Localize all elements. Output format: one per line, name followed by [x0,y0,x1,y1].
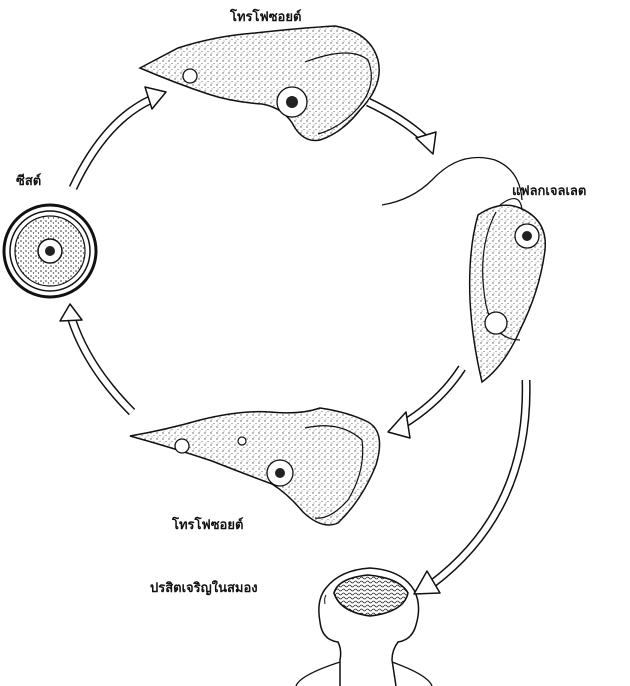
cyst [4,205,96,297]
trophozoite-bottom [130,408,380,525]
arrow-trophozoite-to-flagellate [368,102,436,154]
vacuole-circle [183,69,197,83]
arrow-trophozoite-to-cyst [60,304,132,412]
label-flagellate: แฟลกเจลเลต [512,180,586,201]
arrow-flagellate-to-brain [414,380,526,594]
arrow-flagellate-to-trophozoite [388,368,462,438]
trophozoite-top [140,26,379,141]
arrow-cyst-to-trophozoite [73,87,166,188]
flagellum [382,158,522,206]
vacuole-circle [485,312,507,334]
label-brain-infection: ปรสิตเจริญในสมอง [150,577,258,598]
label-trophozoite-top: โทรโฟซอยต์ [230,6,301,27]
vacuole-circle [175,439,189,453]
human-head [296,568,432,686]
label-cyst: ซีสต์ [16,170,41,191]
label-trophozoite-bottom: โทรโฟซอยต์ [172,514,243,535]
vacuole-circle [238,437,246,445]
